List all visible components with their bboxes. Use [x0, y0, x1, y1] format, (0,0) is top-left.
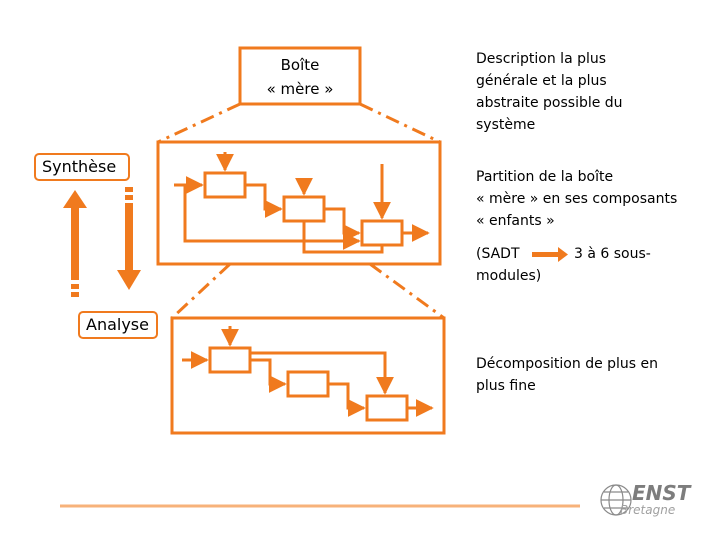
enst-logo-sub: Bretagne	[620, 503, 676, 517]
child-decomposition-box	[156, 140, 442, 266]
analysis-arrow-down	[117, 203, 141, 290]
mother-box-line1: Boîte	[280, 56, 320, 74]
synthese-label: Synthèse	[34, 153, 130, 181]
finer-block-3	[365, 394, 409, 422]
finer-block-2	[286, 370, 330, 398]
child-block-1	[203, 171, 247, 199]
projection-lines-bottom	[170, 262, 445, 320]
description-top: Description la plus générale et la plus …	[476, 51, 623, 133]
mother-box-label: Boîte « mère »	[240, 53, 360, 101]
sadt-suffix: 3 à 6 sous-	[574, 246, 651, 262]
child-block-3	[360, 219, 404, 247]
description-bottom: Décomposition de plus en plus fine	[476, 356, 659, 394]
synthesis-arrow-up	[63, 190, 87, 280]
description-middle: Partition de la boîte « mère » en ses co…	[476, 169, 678, 229]
enst-globe-icon	[600, 484, 632, 516]
sadt-arrow-icon	[532, 247, 568, 262]
enst-logo: ENST Bretagne	[620, 481, 712, 517]
finer-block-1	[208, 346, 252, 374]
enst-logo-main: ENST	[632, 481, 691, 505]
finer-decomposition-box	[170, 316, 446, 435]
mother-box	[238, 46, 362, 106]
mother-box-line2: « mère »	[266, 80, 334, 98]
child-block-2	[282, 195, 326, 223]
sadt-line2: modules)	[476, 268, 542, 284]
synthesis-analysis-arrows	[63, 187, 141, 297]
projection-lines-top	[157, 102, 441, 144]
sadt-prefix: (SADT	[476, 246, 520, 262]
analyse-label: Analyse	[78, 311, 158, 339]
